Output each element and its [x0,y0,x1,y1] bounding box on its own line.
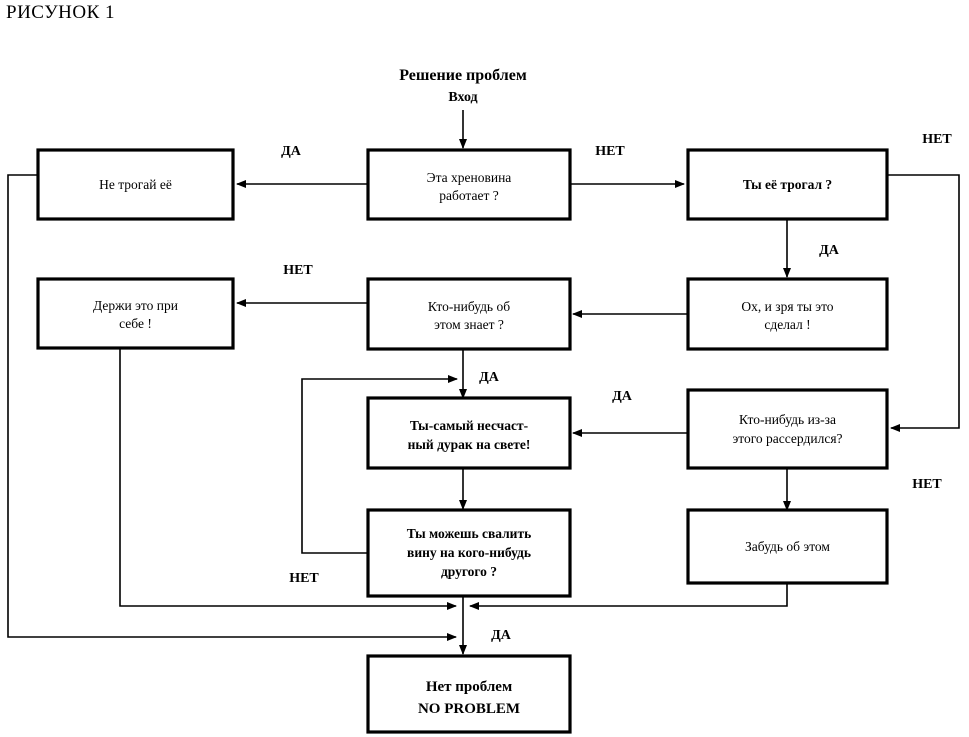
edge-forgetit-to-noproblem [469,583,788,610]
edge-blameother-no [301,375,458,554]
node-keep-to-self-line1: Держи это при [93,298,178,313]
node-anyone-angry-line1: Кто-нибудь из-за [739,412,836,427]
node-anyone-angry[interactable]: Кто-нибудь из-за этого рассердился? [686,388,889,470]
edge-donttouch-to-noproblem [7,174,457,641]
node-dont-touch[interactable]: Не трогай её [36,148,235,221]
node-blame-other-line2: вину на кого-нибудь [407,545,531,560]
node-no-problem-line2: NO PROBLEM [418,701,520,717]
node-keep-to-self-line2: себе ! [119,316,152,331]
node-forget-it-line1: Забудь об этом [745,539,830,554]
entry-title: Решение проблем [399,67,527,84]
node-works[interactable]: Эта хреновина работает ? [366,148,572,221]
node-works-line1: Эта хреновина [427,170,512,185]
node-oh-shouldnt-line1: Ох, и зря ты это [741,299,833,314]
edge-label-no-blame-other: НЕТ [289,571,319,586]
edge-didtouch-no [887,174,960,432]
node-oh-shouldnt[interactable]: Ох, и зря ты это сделал ! [686,277,889,351]
node-biggest-fool-line2: ный дурак на свете! [408,437,531,452]
node-anyone-knows-line1: Кто-нибудь об [428,299,510,314]
node-forget-it[interactable]: Забудь об этом [686,508,889,585]
node-no-problem[interactable]: Нет проблем NO PROBLEM [366,654,572,734]
edge-label-no-anyone-knows: НЕТ [283,263,313,278]
edge-label-no-anyone-angry: НЕТ [912,477,942,492]
node-biggest-fool-line1: Ты-самый несчаст- [410,418,528,433]
node-anyone-knows[interactable]: Кто-нибудь об этом знает ? [366,277,572,351]
node-blame-other[interactable]: Ты можешь свалить вину на кого-нибудь др… [366,508,572,598]
node-did-touch[interactable]: Ты её трогал ? [686,148,889,221]
node-no-problem-line1: Нет проблем [426,679,512,695]
node-biggest-fool[interactable]: Ты-самый несчаст- ный дурак на свете! [366,396,572,470]
edge-label-yes-anyone-angry: ДА [612,389,633,404]
node-anyone-knows-line2: этом знает ? [434,317,504,332]
node-dont-touch-line1: Не трогай её [99,177,172,192]
node-oh-shouldnt-line2: сделал ! [764,317,810,332]
edge-label-no-works: НЕТ [595,144,625,159]
edge-label-yes-works: ДА [281,144,302,159]
edge-label-no-did-touch: НЕТ [922,132,952,147]
node-works-line2: работает ? [439,188,499,203]
page-title: РИСУНОК 1 [6,2,116,23]
node-keep-to-self[interactable]: Держи это при себе ! [36,277,235,350]
node-did-touch-line1: Ты её трогал ? [743,177,832,192]
edge-keeptoself-to-noproblem [119,348,457,610]
entry-subtitle: Вход [448,90,477,105]
edge-label-yes-did-touch: ДА [819,243,840,258]
node-blame-other-line1: Ты можешь свалить [407,526,531,541]
edge-label-yes-anyone-knows: ДА [479,370,500,385]
edge-label-yes-final: ДА [491,628,512,643]
node-anyone-angry-line2: этого рассердился? [732,431,842,446]
node-blame-other-line3: другого ? [441,564,497,579]
